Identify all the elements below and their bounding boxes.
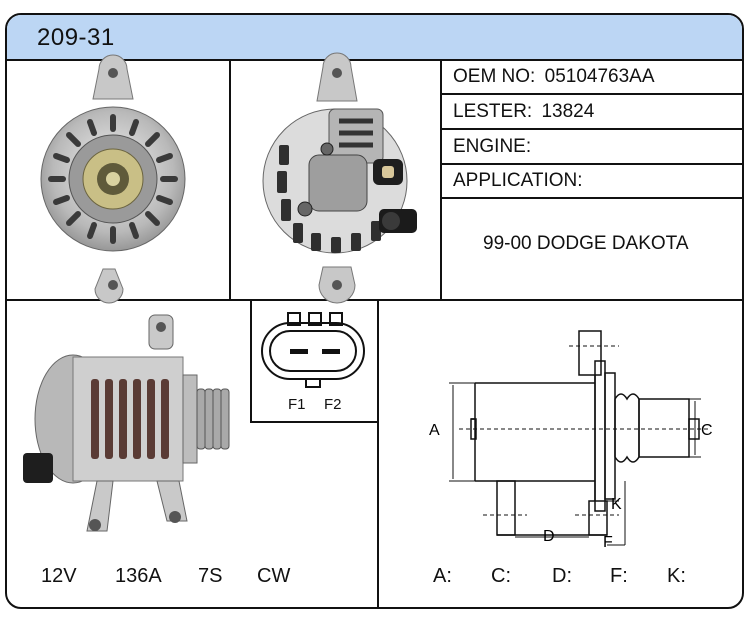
divider-info-3 bbox=[440, 163, 742, 165]
divider-v3 bbox=[250, 299, 252, 423]
spec-pulley: 7S bbox=[198, 565, 223, 587]
drawing-label-k: K bbox=[611, 496, 622, 513]
dim-d-label: D: bbox=[552, 565, 572, 587]
oem-value: 05104763AA bbox=[544, 66, 655, 87]
divider-connector-bottom bbox=[250, 421, 379, 423]
spec-rotation: CW bbox=[257, 565, 291, 587]
oem-row: OEM NO: 05104763AA bbox=[453, 66, 655, 88]
vehicle-application: 99-00 DODGE DAKOTA bbox=[483, 233, 689, 254]
lester-value: 13824 bbox=[541, 101, 595, 122]
spec-voltage: 12V bbox=[41, 565, 77, 587]
engine-row: ENGINE: bbox=[453, 136, 531, 158]
divider-h-main bbox=[7, 299, 742, 301]
connector-pin2-label: F2 bbox=[324, 396, 342, 413]
product-sheet: 209-31 OEM NO: 05104763AA LESTER: 13824 … bbox=[5, 13, 744, 609]
spec-amperage: 136A bbox=[115, 565, 162, 587]
engine-label: ENGINE: bbox=[453, 136, 532, 157]
drawing-label-c: C bbox=[701, 422, 713, 439]
alternator-side-view bbox=[23, 314, 230, 532]
alternator-rear-view bbox=[262, 52, 417, 304]
drawing-label-a: A bbox=[429, 422, 440, 439]
part-number: 209-31 bbox=[37, 24, 115, 51]
header-bar: 209-31 bbox=[7, 15, 742, 61]
dim-c-label: C: bbox=[491, 565, 511, 587]
dim-f-label: F: bbox=[610, 565, 628, 587]
divider-v2 bbox=[440, 59, 442, 301]
divider-info-2 bbox=[440, 128, 742, 130]
application-row: APPLICATION: bbox=[453, 170, 583, 192]
divider-info-4 bbox=[440, 197, 742, 199]
connector-pin1-label: F1 bbox=[288, 396, 306, 413]
dim-k-label: K: bbox=[667, 565, 686, 587]
oem-label: OEM NO: bbox=[453, 66, 536, 87]
connector-diagram bbox=[261, 312, 365, 388]
drawing-label-d: D bbox=[543, 528, 555, 545]
lester-row: LESTER: 13824 bbox=[453, 101, 594, 123]
divider-v1 bbox=[229, 59, 231, 301]
application-label: APPLICATION: bbox=[453, 170, 583, 191]
dimension-drawing: A C D F K bbox=[429, 330, 713, 551]
dim-a-label: A: bbox=[433, 565, 452, 587]
alternator-front-view bbox=[40, 54, 186, 304]
lester-label: LESTER: bbox=[453, 101, 533, 122]
divider-info-1 bbox=[440, 93, 742, 95]
drawing-label-f: F bbox=[603, 534, 613, 551]
divider-v4 bbox=[377, 299, 379, 607]
